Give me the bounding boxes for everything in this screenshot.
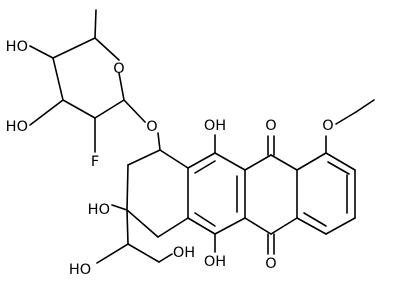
sugar-oh-lower-label: HO [6,119,28,135]
fluoro-label: F [91,154,99,170]
glycosidic-oxygen-label: O [146,119,157,135]
diol-oh-primary-label: OH [173,245,195,261]
ring-oxygen-label: O [113,61,124,77]
sugar-ring [29,9,161,153]
aglycone-core [96,99,375,264]
tertiary-oh-label: HO [88,202,110,218]
quinone-oxygen-bottom-label: O [265,256,276,272]
atom-labels: O HO HO F O OH O O HO O OH HO OH [6,39,334,278]
sugar-oh-upper-label: HO [6,39,28,55]
phenol-oh-top-label: OH [204,118,226,134]
phenol-oh-bottom-label: OH [204,254,226,270]
diol-oh-secondary-label: HO [69,262,91,278]
methoxy-oxygen-label: O [322,118,333,134]
quinone-oxygen-top-label: O [265,118,276,134]
